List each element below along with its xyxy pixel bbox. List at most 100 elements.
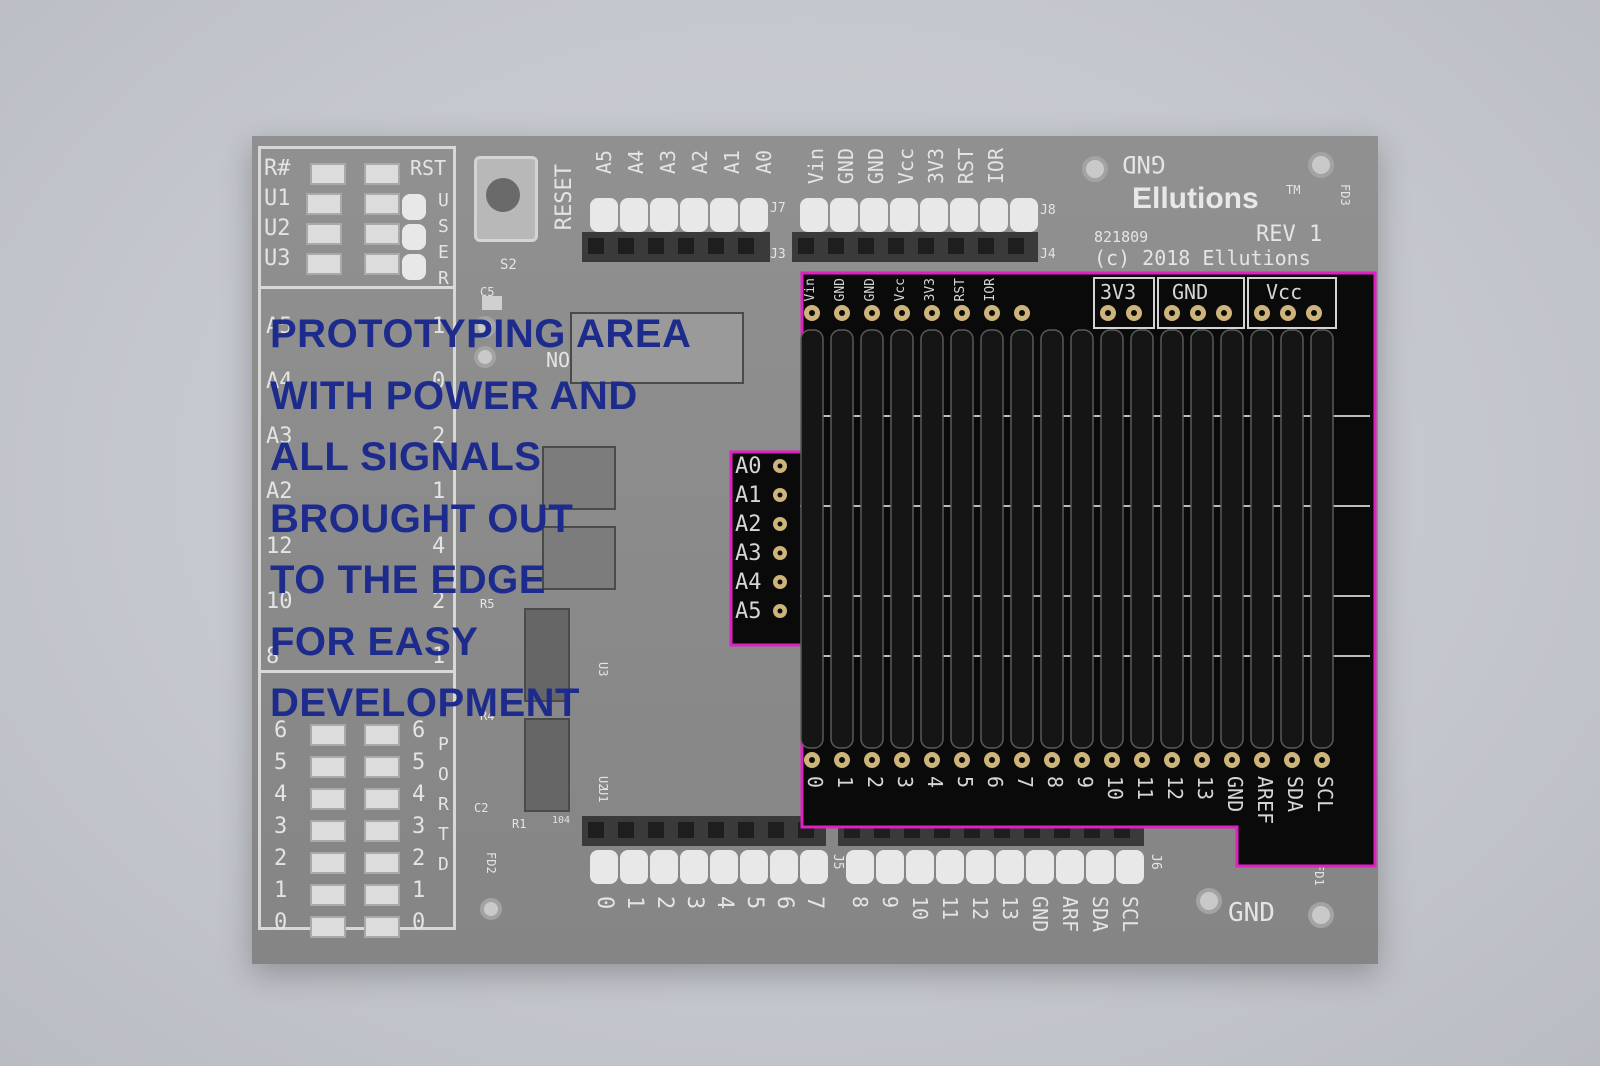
socket-hole [1114, 822, 1130, 838]
port-letter: D [438, 854, 449, 875]
socket-hole [588, 822, 604, 838]
socket-hole [1054, 822, 1070, 838]
power-header-pin [860, 198, 888, 232]
caption-line: PROTOTYPING AREA [270, 312, 692, 356]
socket-hole [948, 238, 964, 254]
proto-bottom-label: 13 [1193, 776, 1217, 801]
smd-resistor [306, 223, 342, 245]
digital-high-label: 12 [968, 896, 992, 921]
smd-resistor [306, 193, 342, 215]
proto-bottom-label: SDA [1283, 776, 1307, 813]
port-digit-left: 1 [274, 878, 288, 903]
smd-resistor [310, 163, 346, 185]
digital-high-pin [966, 850, 994, 884]
mid-right-label: 1 [432, 644, 446, 669]
power-header-pin [920, 198, 948, 232]
port-digit-right: 6 [412, 718, 426, 743]
mid-left-label: A5 [266, 314, 293, 339]
digital-high-pin [846, 850, 874, 884]
analog-header-pin [680, 198, 708, 232]
proto-top-label: Vin [803, 278, 818, 302]
trademark: TM [1286, 183, 1301, 197]
smd-resistor [310, 756, 346, 778]
power-header-label: 3V3 [924, 148, 948, 185]
digital-high-label: SDA [1088, 896, 1112, 933]
power-header-label: GND [834, 148, 858, 185]
c2-label: C2 [474, 801, 489, 815]
proto-top-label: GND [833, 278, 848, 302]
fd2-label: FD2 [484, 852, 498, 874]
caption-line: ALL SIGNALS [270, 435, 542, 479]
digital-high-pin [936, 850, 964, 884]
power-header-pin [890, 198, 918, 232]
left-row-label: U2 [264, 216, 291, 241]
smd-resistor [310, 724, 346, 746]
socket-hole [994, 822, 1010, 838]
left-panel-divider [258, 670, 456, 673]
digital-high-label: 8 [848, 896, 872, 909]
u3-label: U3 [596, 662, 610, 677]
j5-label: J5 [830, 854, 845, 870]
digital-low-label: 3 [682, 896, 707, 910]
proto-top-label: Vcc [893, 278, 908, 302]
user-letter: S [438, 216, 449, 237]
digital-low-pin [650, 850, 678, 884]
digital-low-pin [740, 850, 768, 884]
smd-resistor [310, 916, 346, 938]
digital-high-label: 9 [878, 896, 902, 909]
smd-resistor [364, 916, 400, 938]
socket-hole [1084, 822, 1100, 838]
left-panel-box [258, 146, 456, 930]
smd-resistor [364, 788, 400, 810]
power-header-pin [830, 198, 858, 232]
power-header-pin [980, 198, 1008, 232]
proto-top-label: RST [953, 278, 968, 302]
socket-hole [858, 238, 874, 254]
proto-bottom-label: 5 [953, 776, 977, 789]
proto-top-label: IOR [983, 278, 998, 302]
digital-low-label: 5 [742, 896, 767, 910]
socket-hole [708, 238, 724, 254]
digital-low-label: 2 [652, 896, 677, 910]
proto-bottom-label: 11 [1133, 776, 1157, 801]
ic-chip [542, 526, 616, 590]
fd2-fiducial [480, 898, 502, 920]
socket-hole [978, 238, 994, 254]
r4-label: R4 [480, 709, 495, 723]
port-digit-right: 0 [412, 910, 426, 935]
reset-switch-button [486, 178, 520, 212]
led-hole [474, 346, 496, 368]
socket-hole [618, 822, 634, 838]
mid-left-label: 8 [266, 644, 280, 669]
socket-hole [588, 238, 604, 254]
fd3-fiducial [1308, 152, 1334, 178]
proto-bottom-label: 0 [803, 776, 827, 789]
fd3-label: FD3 [1338, 184, 1352, 206]
left-panel-divider [258, 286, 456, 289]
port-letter: O [438, 764, 449, 785]
socket-hole [918, 238, 934, 254]
port-digit-left: 3 [274, 814, 288, 839]
proto-analog-label: A3 [735, 541, 762, 566]
proto-analog-label: A4 [735, 570, 762, 595]
socket-hole [1024, 822, 1040, 838]
digital-low-label: 4 [712, 896, 737, 910]
port-digit-right: 5 [412, 750, 426, 775]
user-jumper-pin [402, 194, 426, 220]
power-header-pin [1010, 198, 1038, 232]
smd-resistor [364, 253, 400, 275]
socket-hole [844, 822, 860, 838]
power-header-label: RST [954, 148, 978, 185]
analog-header-label: A5 [592, 150, 616, 175]
mid-right-label: 1 [432, 479, 446, 504]
socket-hole [828, 238, 844, 254]
port-letter: R [438, 794, 449, 815]
switch-label: S2 [500, 257, 517, 273]
digital-high-label: 11 [938, 896, 962, 921]
brand-logo: Ellutions [1132, 182, 1259, 215]
digital-low-label: 0 [592, 896, 617, 910]
socket-hole [1008, 238, 1024, 254]
copyright-label: (c) 2018 Ellutions [1094, 246, 1311, 270]
power-header-label: GND [864, 148, 888, 185]
proto-bottom-label: 6 [983, 776, 1007, 789]
